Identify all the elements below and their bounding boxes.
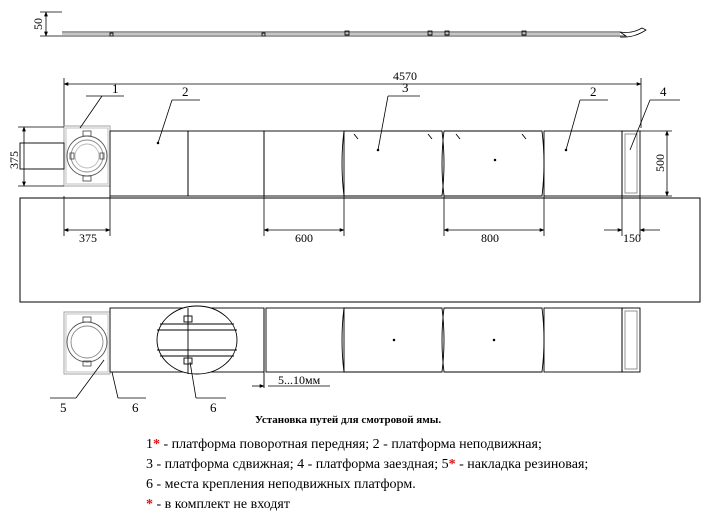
dim-side-height: 50: [31, 18, 45, 30]
callout-6-right: 6: [210, 400, 217, 415]
legend-line-4-text: - в комплект не входят: [153, 497, 290, 512]
dim-total-length: 4570: [393, 69, 417, 83]
legend-line-1: 1* - платформа поворотная передняя; 2 - …: [146, 436, 542, 454]
platform-sliding-1: [341, 130, 445, 197]
legend-line-4: * - в комплект не входят: [146, 496, 290, 514]
callout-5: 5: [60, 400, 67, 415]
callout-6-left: 6: [132, 400, 139, 415]
legend-line-2-text-b: - накладка резиновая;: [455, 457, 589, 472]
dim-sliding-width: 600: [295, 231, 313, 245]
dim-turntable-height-line: [18, 126, 64, 187]
legend-line-1-text: - платформа поворотная передняя; 2 - пла…: [160, 437, 542, 452]
legend-line-3: 6 - места крепления неподвижных платформ…: [146, 476, 416, 494]
upper-track: [19, 125, 641, 197]
legend-star-5: *: [448, 457, 456, 472]
dim-platform-width: 800: [481, 231, 499, 245]
side-view: [40, 11, 647, 38]
legend-item-1-number: 1: [146, 437, 153, 452]
platform-fixed-3: [263, 130, 345, 197]
dim-total-length-line: [63, 78, 642, 128]
callout-3: 3: [402, 80, 409, 95]
legend-star-note: *: [146, 497, 153, 512]
pit-dimension-lines: [63, 196, 660, 236]
callout-4: 4: [660, 84, 667, 99]
legend-star-1: *: [153, 437, 160, 452]
platform-sliding-lower-2: [441, 307, 545, 373]
platform-fixed-1: [109, 130, 189, 197]
platform-sliding-2: [441, 130, 545, 197]
legend-line-2: 3 - платформа сдвижная; 4 - платформа за…: [146, 456, 588, 474]
entry-ramp-upper: [621, 130, 641, 197]
callout-2-right: 2: [590, 84, 597, 99]
dim-turntable-height: 375: [7, 151, 21, 169]
platform-fixed-lower-3: [265, 307, 345, 373]
callout-1: 1: [112, 81, 119, 96]
legend-line-3-text: 6 - места крепления неподвижных платформ…: [146, 477, 416, 492]
dim-ramp-height: 500: [653, 154, 667, 172]
platform-sliding-lower-1: [341, 307, 445, 373]
dim-gap: 5...10мм: [278, 373, 321, 387]
platform-fixed-lower-4: [543, 307, 623, 373]
dim-turntable-width: 375: [79, 231, 97, 245]
inspection-pit: [19, 197, 701, 303]
turntable-ring-upper: [66, 135, 108, 177]
callout-2-left: 2: [182, 84, 189, 99]
platform-fixed-2: [187, 130, 265, 197]
legend-line-2-text-a: 3 - платформа сдвижная; 4 - платформа за…: [146, 457, 449, 472]
dim-ramp-height-line: [640, 130, 672, 197]
callout-leaders: [50, 95, 680, 399]
dim-ramp-width: 150: [623, 231, 641, 245]
platform-fixed-4: [543, 130, 623, 197]
entry-ramp-lower: [621, 307, 641, 373]
fastening-cutaway: [156, 305, 238, 375]
drawing-caption: Установка путей для смотровой ямы.: [255, 414, 442, 426]
lower-track: [63, 305, 641, 388]
